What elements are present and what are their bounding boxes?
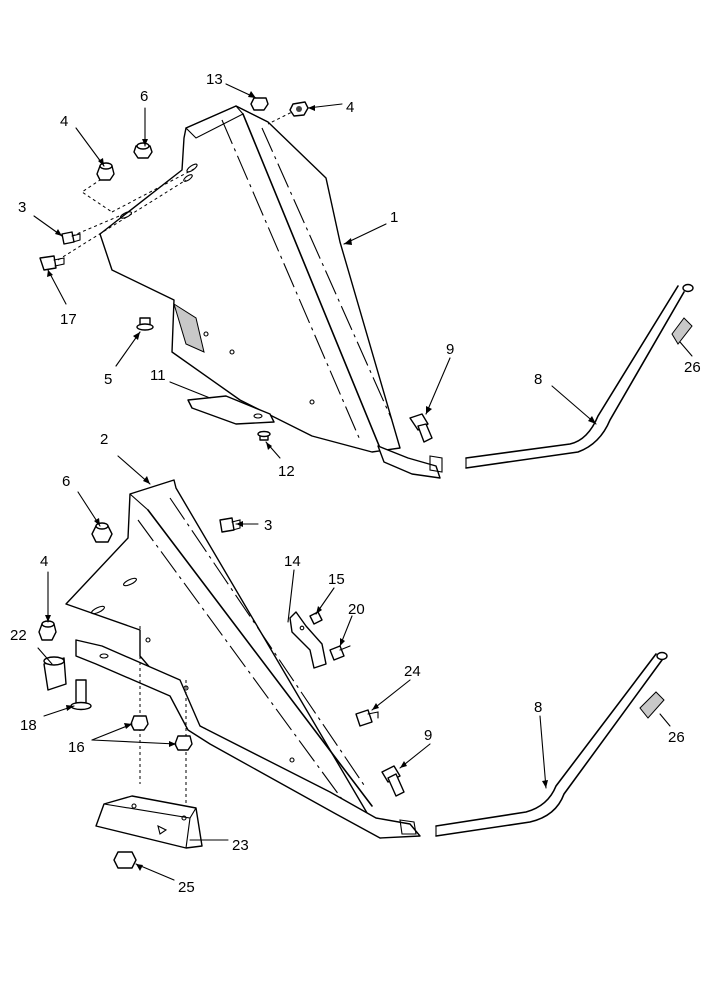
- bolt-9-upper: [409, 413, 433, 443]
- callout-1: 1: [390, 209, 398, 226]
- bolt-12: [257, 430, 271, 441]
- bolt-18: [70, 679, 92, 711]
- bolt-17: [39, 255, 65, 271]
- bolt-3-lower: [219, 517, 241, 533]
- bracket-14: [289, 611, 327, 669]
- callout-3-lower: 3: [264, 517, 272, 534]
- callout-4-lower: 4: [40, 553, 48, 570]
- nut-6-lower: [91, 522, 113, 543]
- handle-8-upper: [465, 283, 694, 469]
- callout-11: 11: [150, 367, 166, 384]
- callout-12: 12: [278, 463, 295, 480]
- nut-4-lower: [38, 620, 57, 641]
- nut-4-upper-right: [289, 101, 309, 117]
- callout-16: 16: [68, 739, 85, 756]
- callout-13: 13: [206, 71, 223, 88]
- handle-8-lower: [435, 651, 668, 837]
- callout-25: 25: [178, 879, 195, 896]
- callout-14: 14: [284, 553, 301, 570]
- bolt-20: [329, 645, 351, 661]
- bolt-9-lower: [381, 765, 405, 797]
- callout-17: 17: [60, 311, 77, 328]
- bolt-15: [309, 611, 323, 625]
- divider-shield-1: [99, 105, 443, 479]
- nut-13: [250, 97, 269, 111]
- frame-rail: [75, 626, 421, 839]
- divider-shield-2: [65, 479, 373, 819]
- callout-24: 24: [404, 663, 421, 680]
- callout-5: 5: [104, 371, 112, 388]
- spacer-22: [43, 656, 67, 691]
- nut-25: [113, 851, 137, 869]
- callout-9-lower: 9: [424, 727, 432, 744]
- callout-4-upper-left: 4: [60, 113, 68, 130]
- callout-22: 22: [10, 627, 27, 644]
- callout-15: 15: [328, 571, 345, 588]
- bolt-3-upper: [61, 231, 81, 245]
- grip-26-upper: [671, 317, 693, 345]
- callout-26-upper: 26: [684, 359, 701, 376]
- callout-18: 18: [20, 717, 37, 734]
- upper-hardware-lines: [57, 109, 297, 261]
- callout-8-upper: 8: [534, 371, 542, 388]
- bolt-5: [136, 317, 154, 331]
- grip-26-lower: [639, 691, 665, 719]
- nut-4-upper-left: [96, 162, 115, 181]
- callout-26-lower: 26: [668, 729, 685, 746]
- callout-2: 2: [100, 431, 108, 448]
- callout-labels: 1 13 6 4 4 3 17 5 11 12 9 8 26 2 6 3 4 1…: [10, 71, 701, 896]
- callout-20: 20: [348, 601, 365, 618]
- callout-6-lower: 6: [62, 473, 70, 490]
- callout-6-upper: 6: [140, 88, 148, 105]
- callout-8-lower: 8: [534, 699, 542, 716]
- callout-4-upper-right: 4: [346, 99, 354, 116]
- nut-6-upper: [133, 142, 153, 159]
- callout-9-upper: 9: [446, 341, 454, 358]
- bracket-23: [95, 795, 203, 849]
- leader-lines: [33, 83, 693, 881]
- nuts-16: [130, 715, 193, 751]
- bracket-11: [187, 395, 275, 425]
- callout-23: 23: [232, 837, 249, 854]
- bolt-24: [355, 709, 379, 727]
- callout-3-upper: 3: [18, 199, 26, 216]
